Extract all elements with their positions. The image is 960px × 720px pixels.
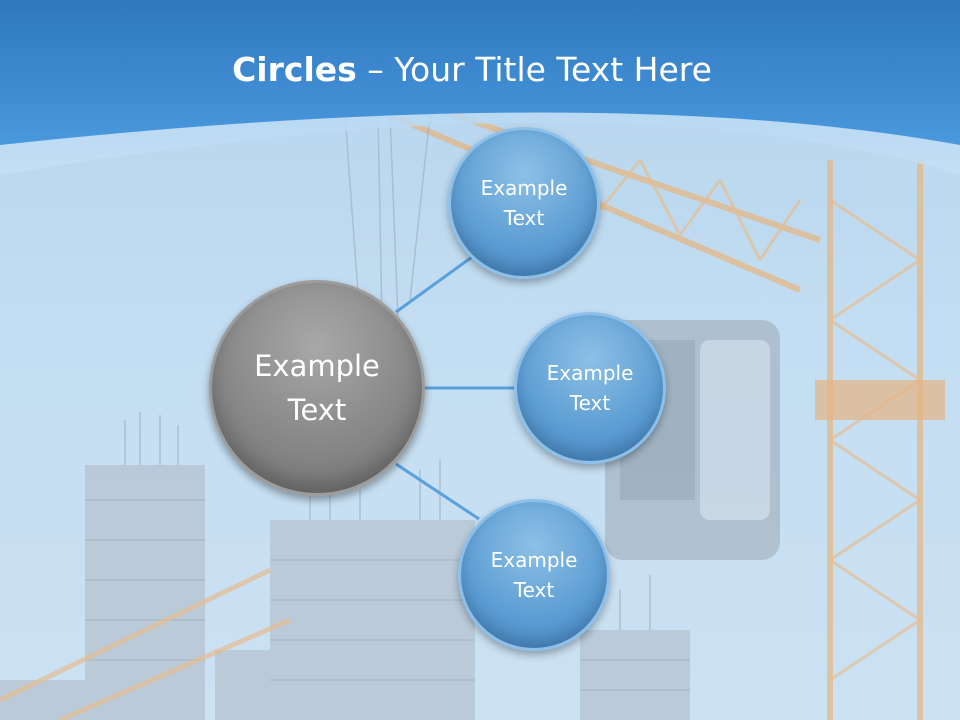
title-rest-part: – Your Title Text Here: [356, 50, 712, 89]
connector-3: [395, 462, 480, 521]
building-silhouettes: [0, 465, 690, 720]
node-circle-2-label: Example Text: [546, 361, 634, 415]
node-circle-1-label: Example Text: [480, 176, 568, 230]
center-circle[interactable]: Example Text: [209, 280, 425, 496]
title-bold-part: Circles: [232, 50, 357, 89]
connector-1: [395, 255, 473, 314]
slide-title[interactable]: Circles – Your Title Text Here: [0, 50, 944, 89]
node-circle-2[interactable]: Example Text: [514, 312, 666, 464]
center-circle-label: Example Text: [254, 349, 380, 427]
header-band: [0, 0, 960, 145]
node-circle-1[interactable]: Example Text: [448, 127, 600, 279]
node-circle-3-label: Example Text: [490, 548, 578, 602]
node-circle-3[interactable]: Example Text: [458, 499, 610, 651]
